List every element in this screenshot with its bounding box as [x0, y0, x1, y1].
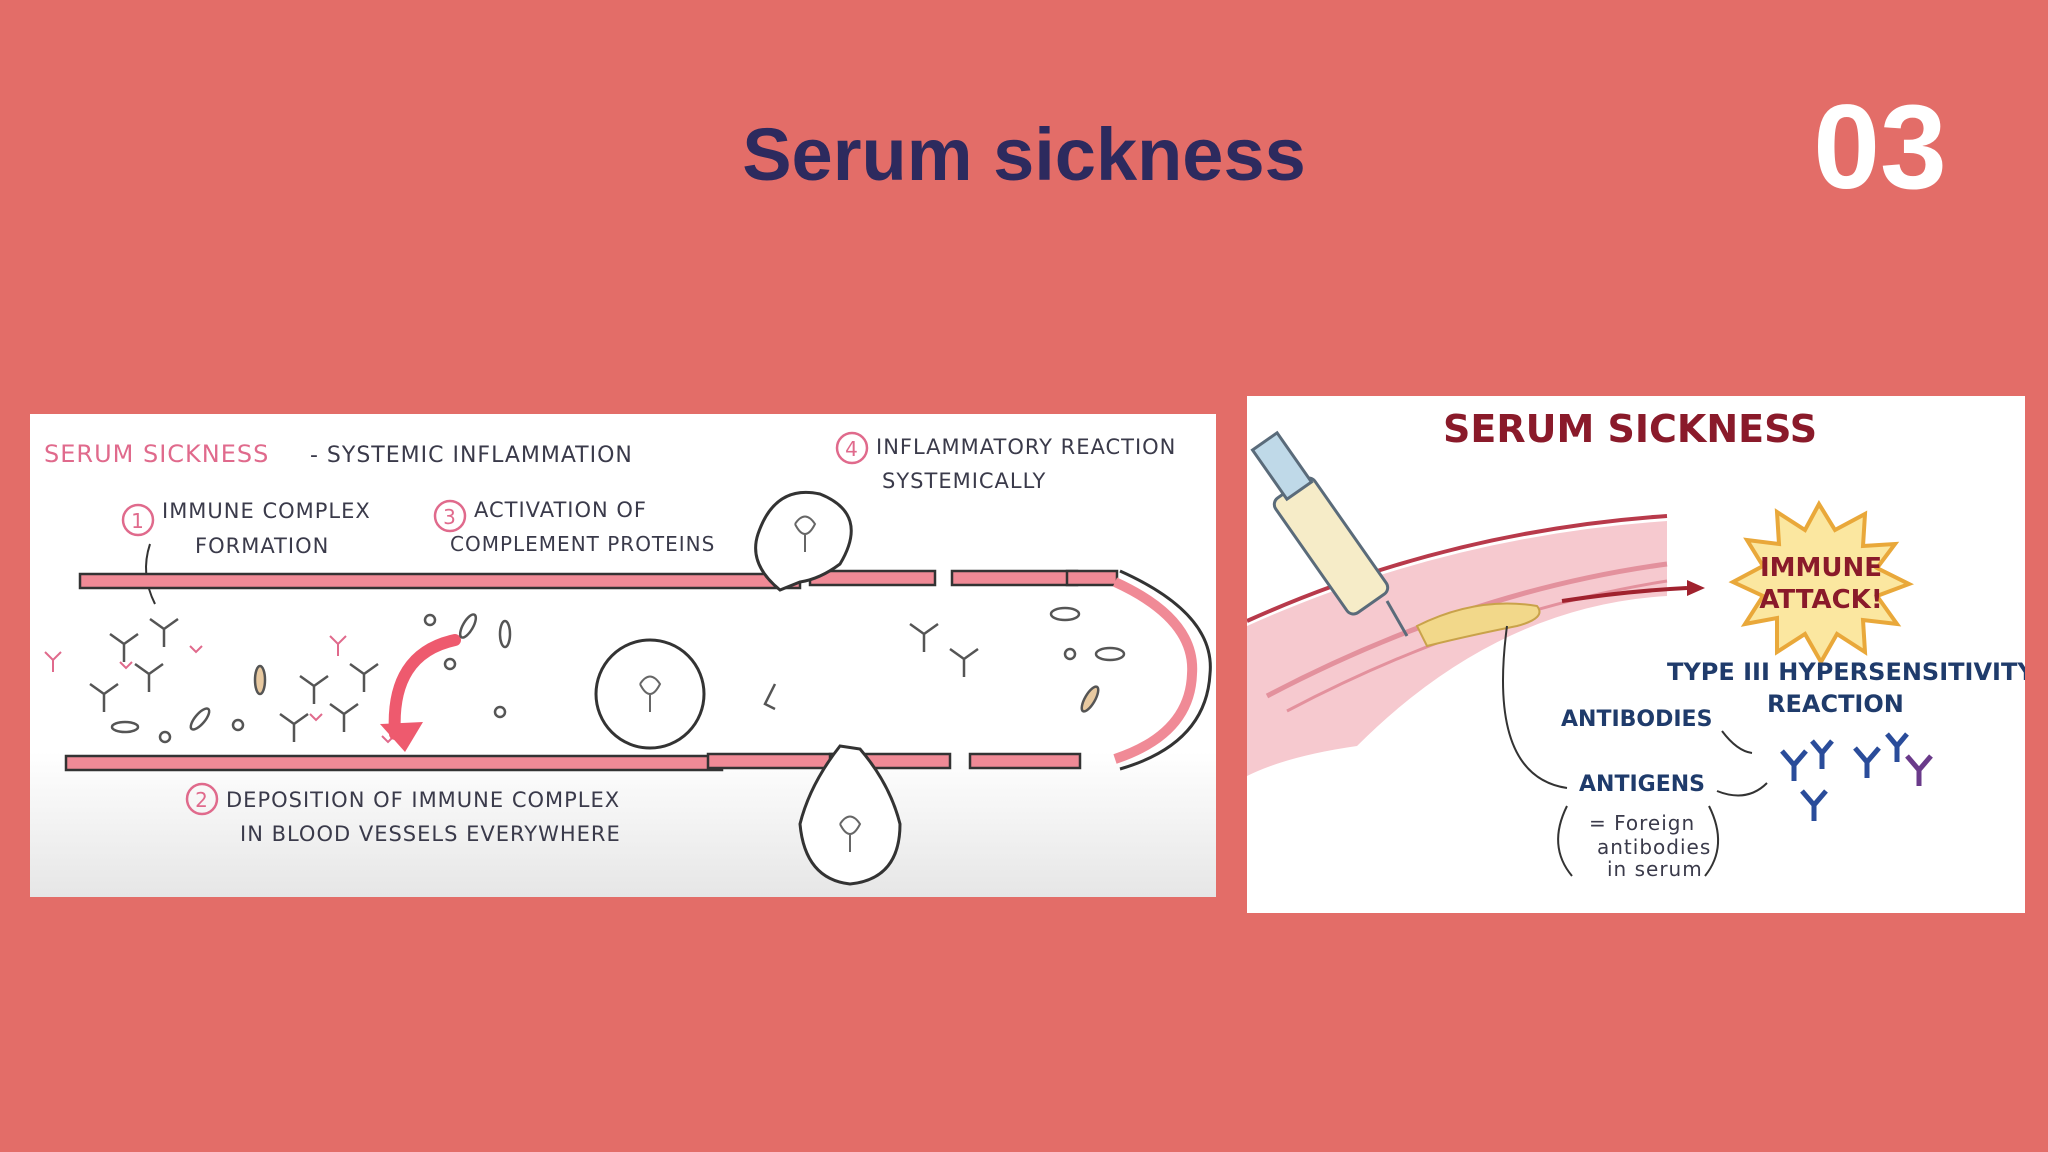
immune-attack-burst — [1728, 499, 1914, 667]
syringe-icon — [1250, 430, 1409, 637]
antigen-blob — [1415, 602, 1541, 648]
type-line1: TYPE III HYPERSENSITIVITY — [1667, 658, 2025, 686]
immune-complex-cluster-1 — [89, 617, 179, 712]
step1-line1: IMMUNE COMPLEX — [162, 499, 371, 523]
complement-arrow — [388, 634, 461, 740]
complement-proteins — [110, 606, 1126, 744]
step3-circle — [433, 499, 467, 533]
immune-attack-illustration: SERUM SICKNESS IMMUNE ATTACK! TYPE III H… — [1247, 396, 2025, 913]
left-heading-pink: SERUM SICKNESS — [44, 440, 269, 468]
step2-line2: IN BLOOD VESSELS EVERYWHERE — [240, 822, 621, 846]
step4-number: 4 — [845, 437, 859, 461]
step1-line2: FORMATION — [195, 534, 329, 558]
foreign-line1: = Foreign — [1589, 811, 1695, 835]
vessel-lower-wall — [64, 752, 1082, 772]
step4-circle — [835, 431, 869, 465]
antigens-label: ANTIGENS — [1579, 772, 1705, 797]
slide-title: Serum sickness — [742, 113, 1306, 196]
burst-line2: ATTACK! — [1759, 585, 1882, 615]
foreign-line3: in serum — [1607, 857, 1703, 881]
step3-line1: ACTIVATION OF — [474, 498, 647, 522]
vessel-upper-wall — [78, 569, 1119, 590]
vessel-end-outline — [1119, 569, 1212, 771]
step3-number: 3 — [443, 505, 457, 529]
slide-number: 03 — [1813, 80, 1947, 214]
immune-complex-cluster-3 — [909, 622, 979, 677]
foreign-line2: antibodies — [1597, 835, 1711, 859]
antibody-icons — [1780, 732, 1909, 821]
left-heading-rest: - SYSTEMIC INFLAMMATION — [310, 443, 633, 468]
type-line2: REACTION — [1767, 690, 1904, 718]
right-title: SERUM SICKNESS — [1443, 407, 1817, 451]
immune-complex-cluster-2 — [279, 662, 379, 742]
step2-circle — [185, 782, 219, 816]
step4-line1: INFLAMMATORY REACTION — [876, 435, 1176, 459]
step1-number: 1 — [131, 509, 145, 533]
antibodies-label: ANTIBODIES — [1561, 707, 1712, 732]
attack-arrow — [1561, 586, 1688, 603]
systemic-inflammation-illustration: SERUM SICKNESS - SYSTEMIC INFLAMMATION 1… — [30, 414, 1216, 897]
step3-line2: COMPLEMENT PROTEINS — [450, 532, 715, 556]
step4-line2: SYSTEMICALLY — [882, 469, 1046, 493]
burst-line1: IMMUNE — [1760, 553, 1882, 583]
step1-circle — [121, 503, 155, 537]
step2-number: 2 — [195, 788, 209, 812]
step2-line1: DEPOSITION OF IMMUNE COMPLEX — [226, 788, 620, 812]
